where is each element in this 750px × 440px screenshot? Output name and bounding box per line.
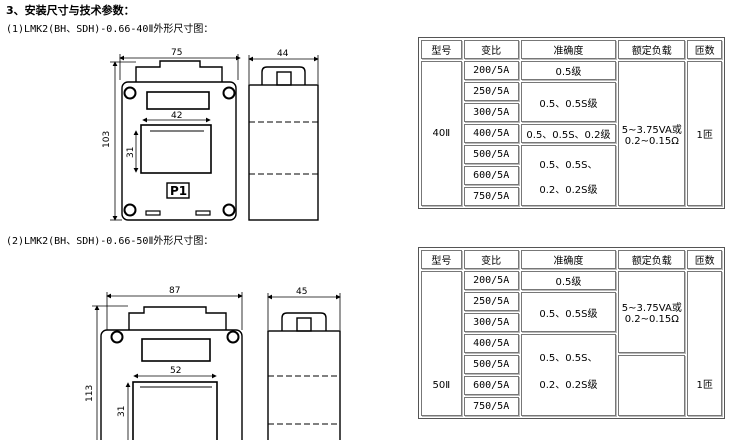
accuracy-cell: 0.5、0.5S级 — [520, 292, 617, 332]
ratio-cell: 500/5A — [463, 355, 519, 374]
ratio-cell: 750/5A — [463, 187, 519, 206]
header-accuracy: 准确度 — [520, 40, 617, 59]
spec-table-50: 型号 变比 准确度 额定负载 匝数 50Ⅱ 200/5A 0.5级 5~3.75… — [418, 247, 725, 419]
spec-table-40: 型号 变比 准确度 额定负载 匝数 40Ⅱ 200/5A 0.5级 5~3.75… — [418, 37, 725, 209]
table-row: 750/5A — [421, 187, 722, 206]
table-row: 400/5A 0.5、0.5S、 0.2、0.2S级 — [421, 334, 722, 416]
accuracy-cell: 0.5、0.5S、0.2级 — [520, 124, 617, 143]
drawing-title-50: (2)LMK2(BH、SDH)-0.66-50Ⅱ外形尺寸图： — [6, 236, 214, 247]
dim-height-50: 113 — [85, 385, 95, 402]
ratio-cell: 200/5A — [463, 271, 519, 290]
accuracy-line-2: 0.2、0.2S级 — [539, 380, 598, 391]
dim-window-w-50: 52 — [170, 366, 181, 376]
load-line-1: 5~3.75VA或 — [621, 124, 682, 136]
ratio-cell: 200/5A — [463, 61, 519, 80]
header-load: 额定负载 — [618, 40, 686, 59]
ratio-cell: 600/5A — [463, 376, 519, 395]
dim-depth-40: 44 — [277, 49, 289, 59]
accuracy-cell: 0.5级 — [520, 271, 617, 290]
section-heading: 3、安装尺寸与技术参数： — [6, 4, 135, 17]
dim-height-40: 103 — [102, 131, 112, 148]
load-line-2: 0.2~0.15Ω — [624, 135, 679, 147]
front-view-50 — [100, 306, 243, 440]
load-cell: 5~3.75VA或 0.2~0.15Ω — [618, 271, 686, 353]
load-line-2: 0.2~0.15Ω — [624, 314, 679, 325]
accuracy-cell: 0.5、0.5S级 — [520, 82, 617, 122]
header-ratio: 变比 — [463, 40, 519, 59]
model-cell: 50Ⅱ — [421, 271, 462, 416]
table-row: 40Ⅱ 200/5A 0.5级 5~3.75VA或 0.2~0.15Ω 1匝 — [421, 61, 722, 206]
ratio-cell: 500/5A — [463, 145, 519, 164]
header-turns: 匝数 — [687, 250, 722, 269]
turns-cell: 1匝 — [687, 271, 722, 416]
ratio-cell: 250/5A — [463, 82, 519, 101]
dim-width-50: 87 — [169, 286, 180, 296]
header-turns: 匝数 — [687, 40, 722, 59]
header-ratio: 变比 — [463, 250, 519, 269]
load-cell-lower — [618, 355, 686, 416]
dim-width-40: 75 — [171, 48, 182, 58]
turns-cell: 1匝 — [687, 61, 722, 206]
table-row: 300/5A — [421, 313, 722, 332]
accuracy-line-1: 0.5、0.5S、 — [539, 353, 598, 364]
ratio-cell: 400/5A — [463, 124, 519, 143]
ratio-cell: 400/5A — [463, 334, 519, 353]
accuracy-line-1: 0.5、0.5S、 — [539, 159, 598, 171]
table-row: 250/5A 0.5、0.5S级 — [421, 292, 722, 332]
front-view-40 — [121, 60, 237, 221]
dim-depth-50: 45 — [296, 287, 307, 297]
side-view-50 — [267, 312, 341, 440]
table-header-row: 型号 变比 准确度 额定负载 匝数 — [421, 40, 722, 59]
table-row: 750/5A — [421, 397, 722, 416]
dim-window-h-40: 31 — [126, 147, 136, 158]
ratio-cell: 600/5A — [463, 166, 519, 185]
model-cell: 40Ⅱ — [421, 61, 462, 206]
accuracy-cell: 0.5、0.5S、 0.2、0.2S级 — [520, 334, 617, 416]
header-accuracy: 准确度 — [520, 250, 617, 269]
ratio-cell: 300/5A — [463, 103, 519, 122]
accuracy-line-2: 0.2、0.2S级 — [539, 184, 598, 196]
table-row: 500/5A 0.5、0.5S、 0.2、0.2S级 — [421, 145, 722, 206]
header-model: 型号 — [421, 250, 462, 269]
dim-window-w-40: 42 — [171, 111, 182, 121]
table-row: 600/5A — [421, 376, 722, 395]
drawing-title-40: (1)LMK2(BH、SDH)-0.66-40Ⅱ外形尺寸图： — [6, 24, 214, 35]
ratio-cell: 250/5A — [463, 292, 519, 311]
table-row: 400/5A 0.5、0.5S、0.2级 — [421, 124, 722, 143]
table-row: 600/5A — [421, 166, 722, 185]
table-row: 250/5A 0.5、0.5S级 — [421, 82, 722, 122]
header-model: 型号 — [421, 40, 462, 59]
dim-window-h-50: 31 — [117, 406, 127, 417]
ratio-cell: 300/5A — [463, 313, 519, 332]
ratio-cell: 750/5A — [463, 397, 519, 416]
side-view-40 — [248, 66, 319, 221]
table-header-row: 型号 变比 准确度 额定负载 匝数 — [421, 250, 722, 269]
load-cell: 5~3.75VA或 0.2~0.15Ω — [618, 61, 686, 206]
table-row: 50Ⅱ 200/5A 0.5级 5~3.75VA或 0.2~0.15Ω 1匝 — [421, 271, 722, 416]
p1-label: P1 — [170, 184, 187, 198]
accuracy-cell: 0.5级 — [520, 61, 617, 80]
accuracy-cell: 0.5、0.5S、 0.2、0.2S级 — [520, 145, 617, 206]
table-row: 500/5A — [421, 355, 722, 416]
table-row: 300/5A — [421, 103, 722, 122]
header-load: 额定负载 — [618, 250, 686, 269]
load-line-1: 5~3.75VA或 — [621, 303, 682, 314]
